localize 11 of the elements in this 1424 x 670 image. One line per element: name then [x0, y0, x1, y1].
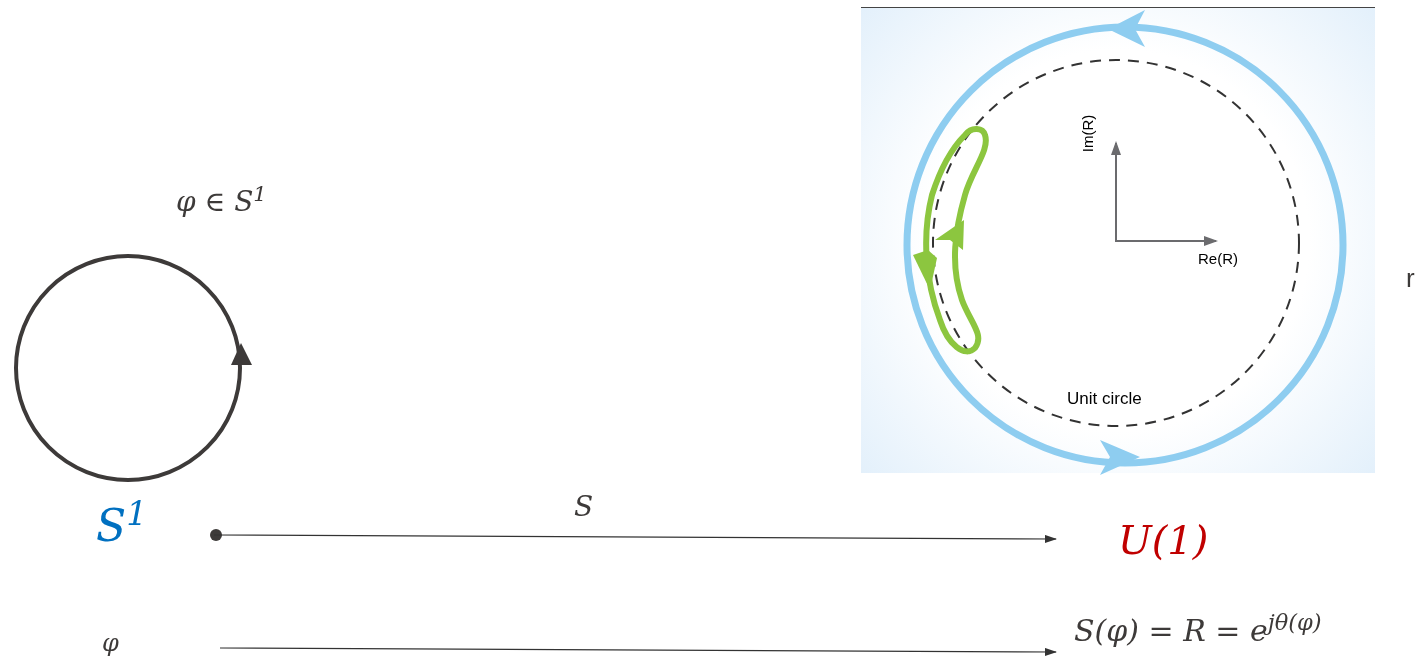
math-text: U(1): [1118, 517, 1209, 563]
circle-label: Unit circle: [1067, 388, 1142, 410]
set-membership-label: φ ∈ S$^{1}$: [176, 184, 267, 219]
arrow: [219, 647, 1057, 656]
text-fragment: r: [1406, 262, 1415, 295]
axis-label: Re(R): [1198, 250, 1238, 269]
math-text: S$^{1}$: [96, 500, 148, 551]
math-text: S(φ) = R = e$^{jθ(φ)}$: [1074, 613, 1322, 648]
arrow: [213, 534, 1057, 543]
axis-label: Im(R): [1079, 114, 1098, 153]
math-text: φ: [102, 629, 119, 657]
